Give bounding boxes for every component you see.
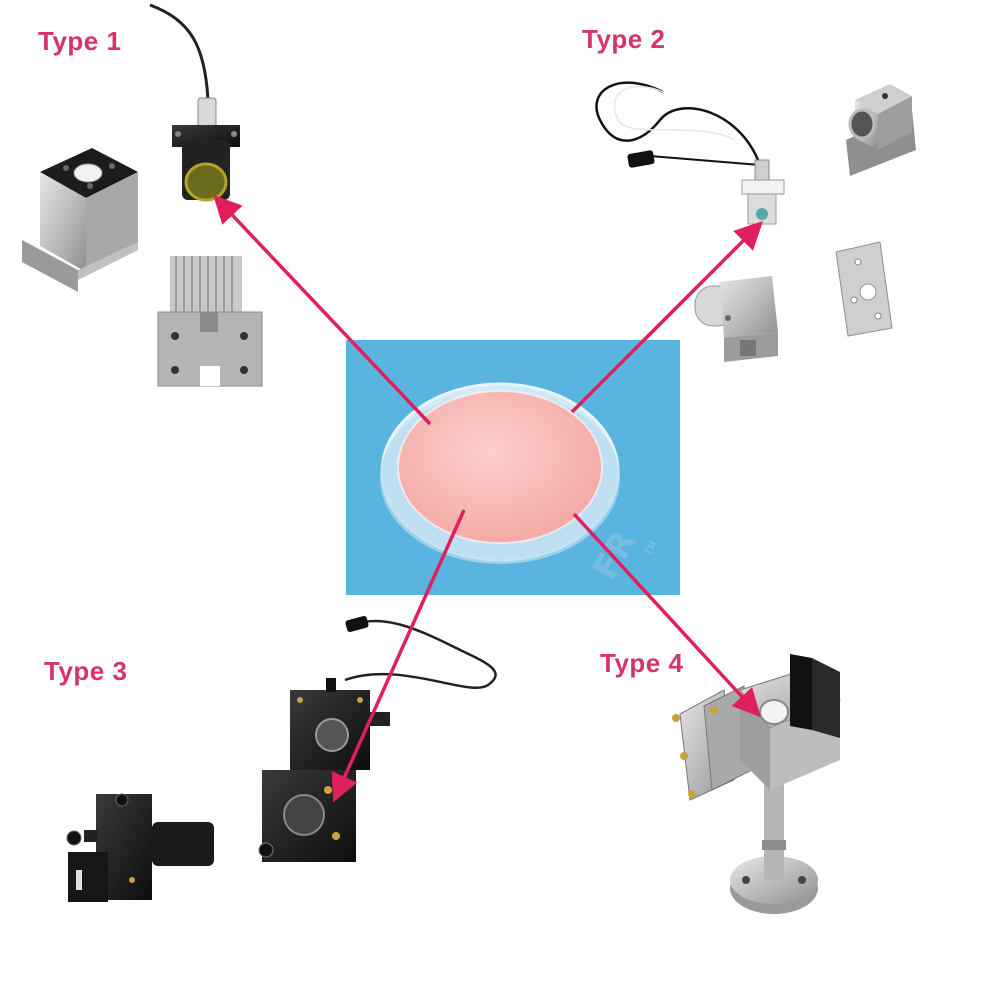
watermark-logo: FR [585,524,644,587]
pillow-block-icon [846,84,916,176]
arrow-to-type3 [331,509,466,803]
tube-holder-icon [694,276,778,362]
laser-diode-module-icon [149,3,240,202]
type-4-label: Type 4 [600,648,684,678]
mounting-plate-icon [835,241,893,337]
type-1-label: Type 1 [38,26,122,56]
arrow-to-type2 [570,221,763,414]
small-laser-module-icon [595,81,785,225]
beam-combiner-lens-icon [380,382,620,564]
type-3-label: Type 3 [44,656,128,686]
arrow-to-type1 [213,194,432,426]
tube-kinematic-mount-icon [66,793,214,902]
arrows [213,194,763,803]
kinematic-mirror-mount-icon [258,616,497,862]
type-2-label: Type 2 [582,24,666,54]
watermark-tm: TM [643,539,660,558]
arrow-to-type4 [572,512,761,718]
heatsink-block-icon [157,256,263,387]
cube-mount-icon [22,148,138,292]
beam-combiner-mount-icon [672,654,841,914]
